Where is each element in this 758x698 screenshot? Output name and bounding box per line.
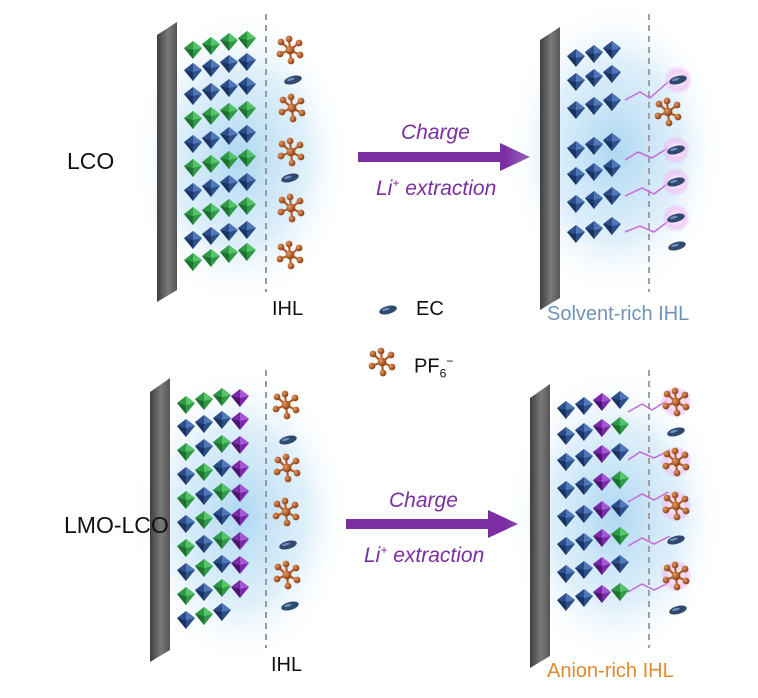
charge-arrow-2 [346,510,518,538]
row-label-lmo-lco: LMO-LCO [64,512,169,538]
legend-pf6-label: PF6− [414,354,454,381]
arrow-label-charge-lmo-lco: Charge [389,489,458,512]
arrow-label-charge-lco: Charge [401,121,470,144]
interaction-lightning [624,81,671,233]
result-label-anion-rich: Anion-rich IHL [547,660,674,682]
row-label-lco: LCO [67,148,115,174]
charge-arrow [358,143,530,171]
legend-pf6-icon [367,346,397,378]
arrow-label-extraction-lco: Li+ extraction [376,176,497,200]
result-label-solvent-rich: Solvent-rich IHL [547,303,690,325]
ihl-label-lco: IHL [272,298,304,320]
legend-ec-icon [378,303,398,317]
ihl-label-lmo-lco: IHL [271,654,303,676]
arrow-label-extraction-lmo-lco: Li+ extraction [364,543,485,567]
current-collector-plate [157,22,177,302]
legend-ec-label: EC [416,298,444,320]
